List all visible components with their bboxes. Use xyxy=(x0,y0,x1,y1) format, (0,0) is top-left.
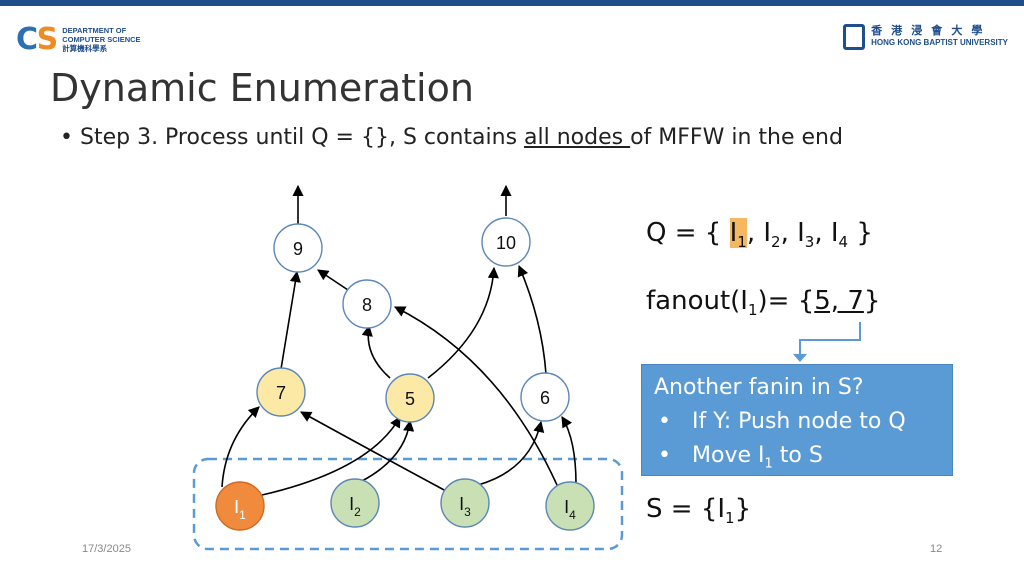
edge-7-9 xyxy=(280,270,301,370)
edge-I3-6 xyxy=(477,420,545,486)
queue-prefix: Q = { xyxy=(646,218,730,248)
infobox-bullet-2: •Move I1 to S xyxy=(658,443,823,472)
node-9-label: 9 xyxy=(293,239,303,259)
queue-item-1: I1 xyxy=(729,218,747,252)
infobox-question: Another fanin in S? xyxy=(654,375,864,400)
university-name: 香 港 浸 會 大 學 HONG KONG BAPTIST UNIVERSITY xyxy=(871,25,1008,49)
edge-I1-5 xyxy=(261,416,401,496)
check-fanin-box: Another fanin in S? •If Y: Push node to … xyxy=(641,364,953,476)
node-8-circle xyxy=(342,279,392,329)
node-I2-circle xyxy=(330,478,380,528)
node-9: 9 xyxy=(273,223,323,273)
edge-8-9 xyxy=(317,269,349,291)
bullet-text-suffix: of MFFW in the end xyxy=(630,125,843,150)
node-I4-label: I4 xyxy=(564,497,576,522)
node-I4: I4 xyxy=(545,481,595,531)
node-7-circle xyxy=(256,367,306,417)
footer-date: 17/3/2025 xyxy=(82,543,131,555)
node-I2-label: I2 xyxy=(349,494,361,519)
node-7: 7 xyxy=(256,367,306,417)
cs-logo-mark: CS xyxy=(16,22,58,57)
node-5-label: 5 xyxy=(405,389,415,409)
node-10-circle xyxy=(481,217,531,267)
cs-department-logo: CS DEPARTMENT OF COMPUTER SCIENCE 計算機科學系 xyxy=(16,22,141,57)
department-name: DEPARTMENT OF COMPUTER SCIENCE 計算機科學系 xyxy=(62,26,140,53)
node-6-circle xyxy=(520,372,570,422)
node-I3-circle xyxy=(440,478,490,528)
node-I1-circle xyxy=(215,481,265,531)
top-accent-bar xyxy=(0,0,1024,6)
queue-suffix: } xyxy=(848,218,873,248)
univ-name-en: HONG KONG BAPTIST UNIVERSITY xyxy=(871,38,1008,47)
infobox-bullet-1: •If Y: Push node to Q xyxy=(658,409,906,434)
hkbu-logo: 香 港 浸 會 大 學 HONG KONG BAPTIST UNIVERSITY xyxy=(843,24,1008,50)
queue-item-2: I2 xyxy=(763,218,781,252)
queue-q: Q = { I1, I2, I3, I4 } xyxy=(646,218,873,252)
queue-item-3: I3 xyxy=(797,218,815,252)
edge-5-8 xyxy=(361,324,391,379)
set-s: S = {I1} xyxy=(646,494,752,528)
hkbu-emblem-icon xyxy=(843,24,866,50)
bullet-dot: • xyxy=(60,125,80,150)
node-I1: I1 xyxy=(215,481,265,531)
edge-5-10 xyxy=(427,266,499,379)
node-5: 5 xyxy=(385,373,435,423)
edge-I4-8 xyxy=(394,306,558,486)
fanout-text: fanout(I1)= {5, 7} xyxy=(646,286,881,320)
input-group-box xyxy=(192,457,624,551)
node-7-label: 7 xyxy=(276,383,286,403)
dept-line-2: COMPUTER SCIENCE xyxy=(62,35,141,44)
node-9-circle xyxy=(273,223,323,273)
dept-line-3: 計算機科學系 xyxy=(62,44,108,53)
edge-6-10 xyxy=(517,264,547,375)
edge-I4-6 xyxy=(561,416,577,485)
dept-line-1: DEPARTMENT OF xyxy=(62,26,127,35)
footer-page-number: 12 xyxy=(930,543,943,555)
step-bullet: • Step 3. Process until Q = {}, S contai… xyxy=(60,125,843,150)
univ-name-zh: 香 港 浸 會 大 學 xyxy=(871,25,986,37)
fanout-callout-connector xyxy=(799,322,861,358)
edge-I3-7 xyxy=(300,411,447,492)
node-I1-label: I1 xyxy=(234,497,246,522)
bullet-text-prefix: Step 3. Process until Q = {}, S contains xyxy=(79,125,525,150)
node-I3: I3 xyxy=(440,478,490,528)
bullet-text-underlined: all nodes xyxy=(524,125,631,150)
node-I4-circle xyxy=(545,481,595,531)
edge-I2-5 xyxy=(361,419,415,482)
node-6-label: 6 xyxy=(540,388,550,408)
queue-item-4: I4 xyxy=(830,218,849,252)
node-10-label: 10 xyxy=(496,233,516,253)
edge-I1-7 xyxy=(221,406,260,488)
node-8: 8 xyxy=(342,279,392,329)
fanout-callout-arrowhead xyxy=(793,354,807,362)
node-10: 10 xyxy=(481,217,531,267)
node-8-label: 8 xyxy=(362,295,372,315)
node-I2: I2 xyxy=(330,478,380,528)
node-I3-label: I3 xyxy=(459,494,471,519)
node-5-circle xyxy=(385,373,435,423)
slide-title: Dynamic Enumeration xyxy=(50,66,474,110)
node-6: 6 xyxy=(520,372,570,422)
fanout-set-values: 5, 7 xyxy=(814,286,864,316)
